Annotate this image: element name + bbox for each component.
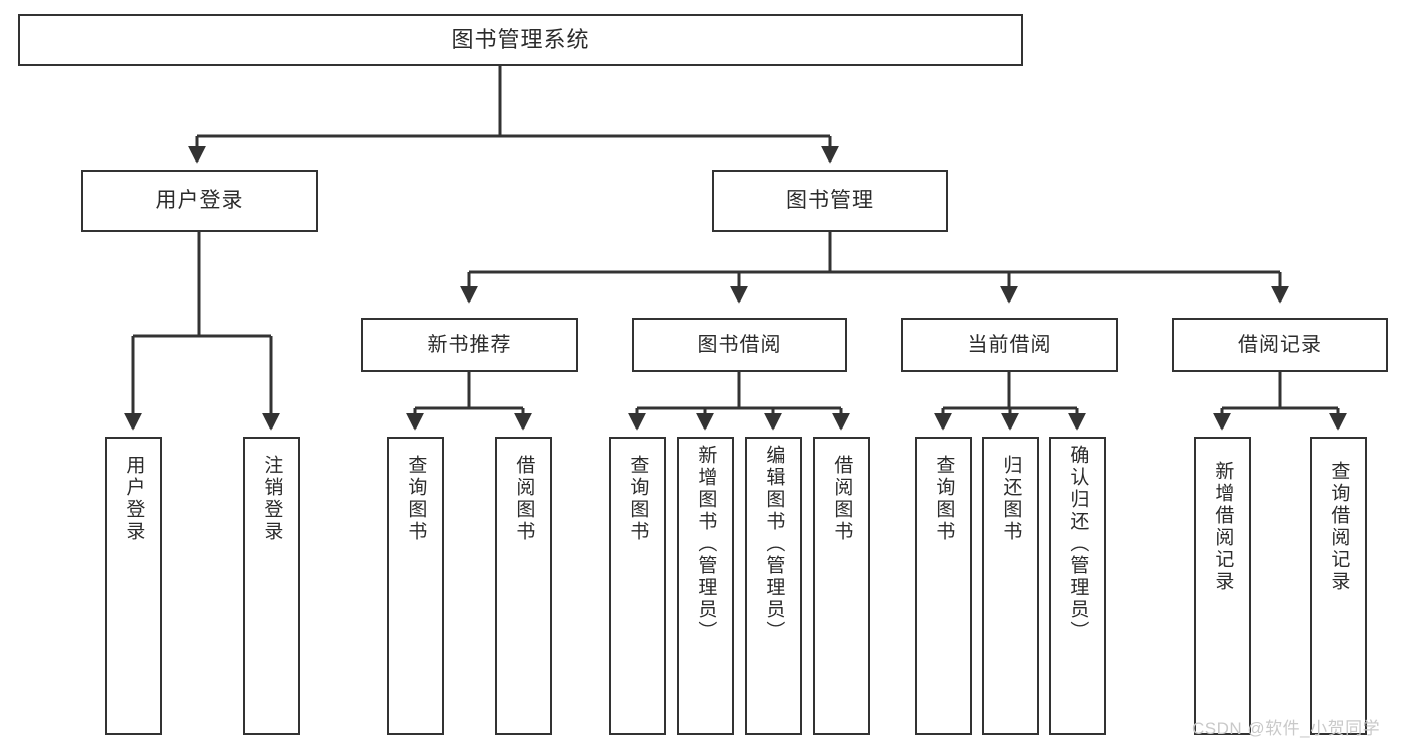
node-leaf-return-book[interactable]: 归还图书	[982, 437, 1039, 735]
node-leaf-borrow-book-1[interactable]: 借阅图书	[495, 437, 552, 735]
node-leaf-borrow-book-2[interactable]: 借阅图书	[813, 437, 870, 735]
node-leaf-user-login[interactable]: 用户登录	[105, 437, 162, 735]
node-borrow-record[interactable]: 借阅记录	[1172, 318, 1388, 372]
node-current-borrow[interactable]: 当前借阅	[901, 318, 1118, 372]
node-leaf-edit-book[interactable]: 编辑图书（管理员）	[745, 437, 802, 735]
node-leaf-confirm-return[interactable]: 确认归还（管理员）	[1049, 437, 1106, 735]
node-root[interactable]: 图书管理系统	[18, 14, 1023, 66]
node-leaf-add-record[interactable]: 新增借阅记录	[1194, 437, 1251, 735]
node-leaf-query-record[interactable]: 查询借阅记录	[1310, 437, 1367, 735]
node-leaf-user-logout[interactable]: 注销登录	[243, 437, 300, 735]
node-leaf-query-book-3[interactable]: 查询图书	[915, 437, 972, 735]
node-leaf-add-book[interactable]: 新增图书（管理员）	[677, 437, 734, 735]
node-leaf-query-book-2[interactable]: 查询图书	[609, 437, 666, 735]
node-user-login[interactable]: 用户登录	[81, 170, 318, 232]
node-book-manage[interactable]: 图书管理	[712, 170, 948, 232]
csdn-watermark: CSDN @软件_小贺同学	[1192, 719, 1381, 738]
node-new-book-rec[interactable]: 新书推荐	[361, 318, 578, 372]
node-leaf-query-book-1[interactable]: 查询图书	[387, 437, 444, 735]
node-book-borrow[interactable]: 图书借阅	[632, 318, 847, 372]
